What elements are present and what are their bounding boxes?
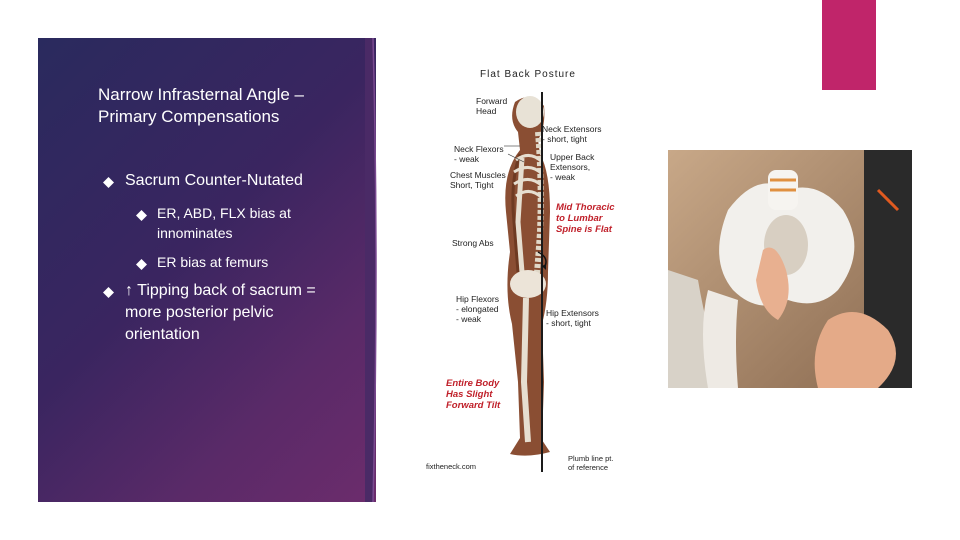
title-panel bbox=[38, 38, 376, 502]
bullet-level2: ER, ABD, FLX bias at innominates bbox=[157, 205, 291, 241]
label-forward-tilt: Entire Body Has Slight Forward Tilt bbox=[446, 378, 501, 411]
diamond-bullet-icon bbox=[136, 259, 147, 270]
pelvis-model-photo bbox=[668, 150, 912, 388]
label-mid-thoracic: Mid Thoracic to Lumbar Spine is Flat bbox=[556, 202, 615, 235]
diamond-bullet-icon bbox=[103, 287, 114, 298]
diamond-bullet-icon bbox=[103, 177, 114, 188]
bullet-level2: ER bias at femurs bbox=[157, 254, 269, 270]
diagram-source: fixtheneck.com bbox=[426, 462, 477, 471]
label-strong-abs: Strong Abs bbox=[452, 238, 494, 248]
diamond-bullet-icon bbox=[136, 210, 147, 221]
panel-edge-decoration bbox=[365, 38, 377, 502]
bullet-level1: Sacrum Counter-Nutated bbox=[125, 172, 303, 189]
accent-bar bbox=[822, 0, 876, 90]
label-upper-back: Upper Back Extensors, - weak bbox=[550, 152, 595, 182]
bullet-level1: ↑ Tipping back of sacrum = more posterio… bbox=[125, 282, 316, 343]
label-forward-head: Forward Head bbox=[476, 96, 508, 116]
label-neck-extensors: Neck Extensors - short, tight bbox=[542, 124, 602, 144]
slide-title: Narrow Infrasternal Angle – Primary Comp… bbox=[98, 85, 304, 126]
label-hip-flexors: Hip Flexors - elongated - weak bbox=[456, 294, 499, 324]
posture-diagram: Flat Back Posture Forward Head Neck Exte… bbox=[420, 62, 642, 480]
label-neck-flexors: Neck Flexors - weak bbox=[454, 144, 504, 164]
diagram-title: Flat Back Posture bbox=[480, 69, 576, 80]
label-hip-extensors: Hip Extensors - short, tight bbox=[546, 308, 599, 328]
label-plumb-line: Plumb line pt. of reference bbox=[568, 454, 614, 472]
label-chest-muscles: Chest Muscles Short, Tight bbox=[450, 170, 506, 190]
skeleton-figure-icon bbox=[504, 92, 550, 472]
